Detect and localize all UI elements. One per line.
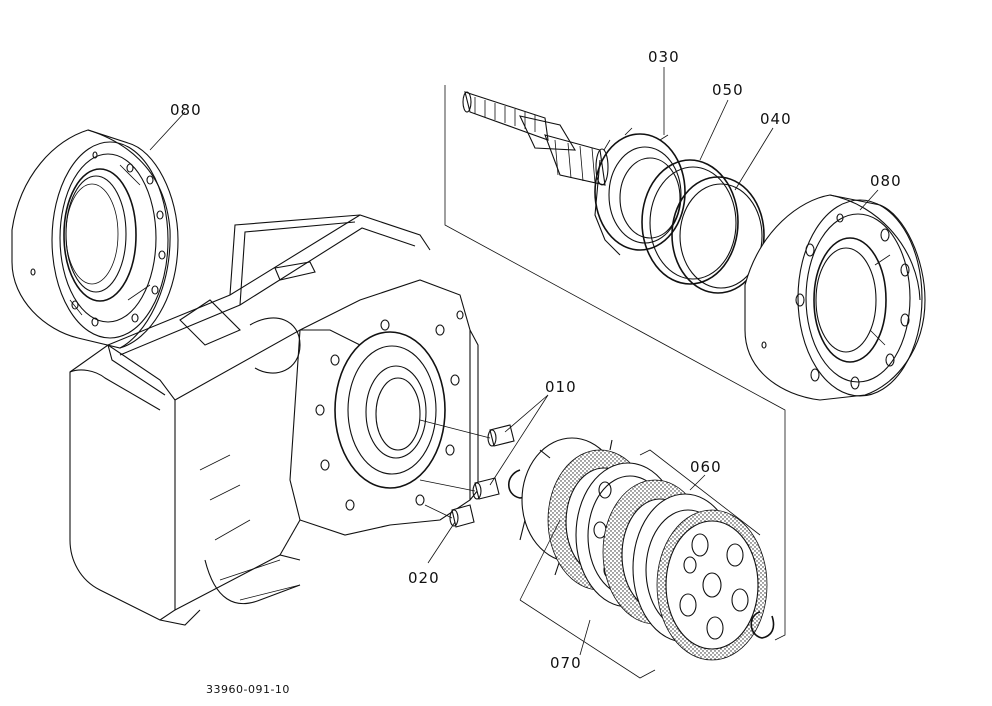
label-050: 050 — [712, 81, 744, 99]
label-080-right: 080 — [870, 172, 902, 190]
pins-010-020 — [419, 419, 533, 528]
plate-holes-b — [679, 533, 749, 640]
label-010: 010 — [545, 378, 577, 396]
group-bracket-070 — [519, 599, 656, 679]
ring-050 — [641, 159, 739, 285]
group-bracket-060 — [639, 449, 761, 536]
label-060: 060 — [690, 458, 722, 476]
leader-lines — [149, 67, 879, 656]
transmission-case — [69, 214, 479, 626]
drawing-code: 33960-091-10 — [206, 683, 290, 696]
ring-040 — [671, 176, 765, 294]
label-080-left: 080 — [170, 101, 202, 119]
pinion-shaft — [462, 91, 609, 186]
left-housing-bolt-holes — [30, 151, 166, 327]
label-020: 020 — [408, 569, 440, 587]
label-070: 070 — [550, 654, 582, 672]
label-030: 030 — [648, 48, 680, 66]
right-housing-bolt-holes — [761, 213, 910, 390]
hub-030 — [594, 127, 686, 256]
left-housing-080 — [11, 129, 179, 349]
label-040: 040 — [760, 110, 792, 128]
group-bracket-upper — [444, 85, 786, 641]
clutch-pack — [519, 437, 775, 661]
case-bolt-holes — [315, 310, 464, 511]
right-housing-080 — [744, 194, 926, 401]
